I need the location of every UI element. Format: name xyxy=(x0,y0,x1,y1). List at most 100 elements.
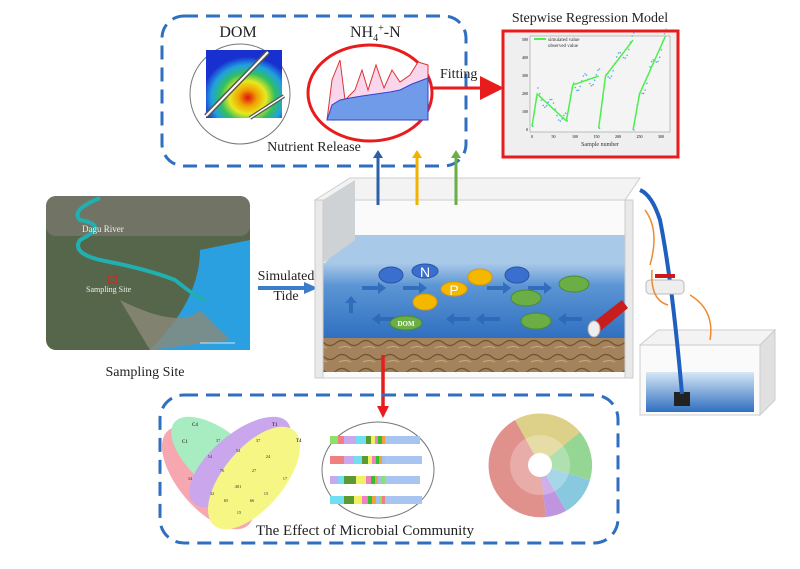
bar-segment xyxy=(385,436,420,444)
observed-point xyxy=(537,87,539,89)
pump-nozzle-icon xyxy=(587,300,628,338)
dom-bubble xyxy=(389,315,423,331)
observed-point xyxy=(609,77,611,79)
bar-segment xyxy=(382,436,385,444)
y-tick-label: 0 xyxy=(526,127,528,132)
observed-point xyxy=(544,106,546,109)
bar-segment xyxy=(338,436,344,444)
venn-count: 54 xyxy=(208,454,213,459)
observed-point xyxy=(633,32,635,34)
observed-point xyxy=(627,48,630,51)
observed-point xyxy=(626,54,628,57)
regression-model-panel: Stepwise Regression Model simulated valu… xyxy=(501,11,680,159)
bar-segment xyxy=(366,476,371,484)
observed-point xyxy=(612,69,615,72)
bar-segment xyxy=(356,436,366,444)
observed-point xyxy=(663,32,666,35)
observed-point xyxy=(665,28,667,31)
bar-segment xyxy=(372,496,376,504)
observed-point xyxy=(631,35,633,37)
bar-segment xyxy=(344,496,354,504)
bar-segment xyxy=(385,476,420,484)
venn-count: 27 xyxy=(252,468,257,473)
observed-point xyxy=(540,99,543,102)
bar-segment xyxy=(371,436,375,444)
y-tick-label: 200 xyxy=(522,91,528,96)
pipe xyxy=(639,188,684,395)
observed-point xyxy=(644,89,646,91)
observed-point xyxy=(615,56,618,58)
bar-segment xyxy=(378,436,382,444)
regression-plot xyxy=(531,28,667,131)
bar-segment xyxy=(382,476,385,484)
observed-point xyxy=(622,56,625,59)
sunburst-chart xyxy=(488,413,593,518)
observed-point xyxy=(572,82,575,84)
p-label: P xyxy=(449,282,458,298)
x-tick-label: 300 xyxy=(658,134,664,139)
venn-count: 54 xyxy=(236,448,241,453)
y-tick-label: 100 xyxy=(522,109,528,114)
observed-point xyxy=(589,82,591,85)
observed-point xyxy=(564,112,567,114)
bar-segment xyxy=(354,496,362,504)
bar-segment xyxy=(344,476,356,484)
bar-segment xyxy=(330,436,338,444)
dashed-border xyxy=(160,14,468,168)
venn-set-label: C4 xyxy=(192,423,198,428)
valve-icon xyxy=(645,279,685,295)
observed-point xyxy=(585,74,588,77)
sampling-site-map: Dagu River Sampling Site xyxy=(46,196,250,350)
microbial-community-title: The Effect of Microbial Community xyxy=(256,523,475,539)
site-marker xyxy=(107,275,118,284)
nitrogen-bubble xyxy=(411,263,439,279)
venn-diagram xyxy=(161,416,301,530)
reservoir-tank xyxy=(638,188,777,417)
observed-point xyxy=(641,92,643,95)
bar-segment xyxy=(372,456,376,464)
observed-point xyxy=(624,57,627,60)
microbial-community-panel: C4 T1 C1 T4 34 37 37 17 54 54 24 76 27 4… xyxy=(158,393,620,545)
release-arrows xyxy=(373,150,461,205)
simulation-tank: N P DOM xyxy=(313,177,641,379)
venn-count: 401 xyxy=(235,484,242,489)
bar-segment xyxy=(368,496,372,504)
observed-point xyxy=(582,75,585,77)
bar-segment xyxy=(344,436,356,444)
bar-segment xyxy=(344,456,354,464)
observed-point xyxy=(547,101,550,104)
observed-point xyxy=(607,76,609,78)
venn-count: 37 xyxy=(256,438,261,443)
nutrient-release-title: Nutrient Release xyxy=(267,140,361,155)
observed-point xyxy=(563,114,565,117)
venn-set-label: T1 xyxy=(272,423,278,428)
river-label: Dagu River xyxy=(82,224,124,234)
x-tick-label: 0 xyxy=(531,134,533,139)
bar-segment xyxy=(376,456,379,464)
observed-point xyxy=(561,118,563,120)
observed-point xyxy=(646,82,648,85)
venn-count: 32 xyxy=(210,491,215,496)
dashed-border xyxy=(158,393,620,545)
tide-label-line2: Tide xyxy=(273,289,298,304)
taxa-bar-chart xyxy=(321,421,435,519)
x-tick-label: 100 xyxy=(572,134,578,139)
bar-segment xyxy=(356,476,366,484)
observed-point xyxy=(549,98,551,101)
bar-segment xyxy=(379,496,382,504)
observed-point xyxy=(550,98,553,101)
venn-set-label: C1 xyxy=(182,440,188,445)
nh4-title: NH4+-N xyxy=(350,23,401,44)
observed-point xyxy=(658,56,661,59)
bar-segment xyxy=(385,456,422,464)
bar-segment xyxy=(366,436,371,444)
dom-title: DOM xyxy=(219,24,256,41)
observed-point xyxy=(657,60,659,63)
y-tick-label: 500 xyxy=(522,37,528,42)
observed-point xyxy=(557,119,560,121)
observed-point xyxy=(619,51,621,54)
phosphorus-bubble xyxy=(440,281,468,297)
observed-point xyxy=(538,92,541,95)
legend-observed: observed value xyxy=(548,44,579,49)
